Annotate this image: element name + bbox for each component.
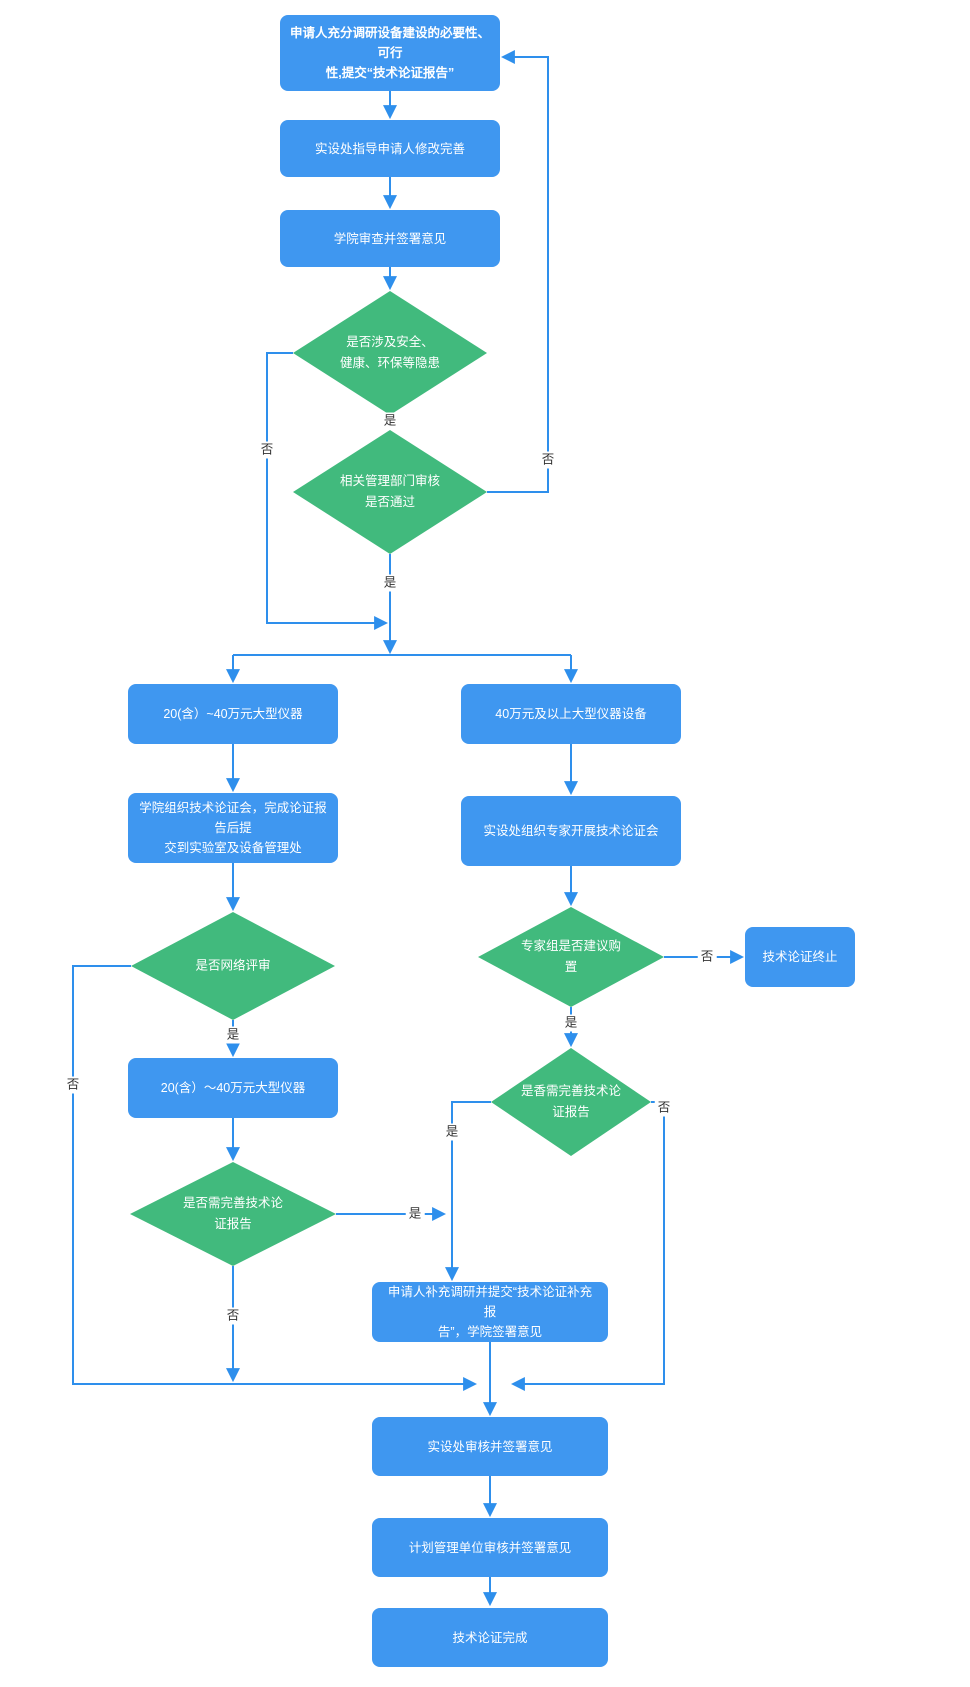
- node-b3-line1: 技术论证完成: [452, 1630, 528, 1645]
- node-b2-line1: 计划管理单位审核并签署意见: [408, 1540, 572, 1555]
- node-supplement-line1: 申请人补充调研并提交“技术论证补充报: [387, 1285, 593, 1319]
- node-r2: 实设处组织专家开展技术论证会: [461, 796, 681, 866]
- node-supplement-line2: 告”，学院签署意见: [437, 1325, 543, 1339]
- node-guide-line1: 实设处指导申请人修改完善: [314, 141, 465, 156]
- node-l1: 20(含）~40万元大型仪器: [128, 684, 338, 744]
- diamond-need-r-line1: 是香需完善技术论: [520, 1083, 621, 1098]
- diamond-net-label: 是否网络评审: [153, 955, 313, 976]
- node-b2: 计划管理单位审核并签署意见: [372, 1518, 608, 1577]
- edge-label-dept-yes: 是: [380, 574, 400, 592]
- node-r1: 40万元及以上大型仪器设备: [461, 684, 681, 744]
- node-terminate-line1: 技术论证终止: [762, 950, 838, 964]
- diamond-expert-line1: 专家组是否建议购: [520, 938, 621, 953]
- connector-net-no-to-bottom-merge: [72, 965, 478, 1391]
- node-b1-line1: 实设处审核并签署意见: [427, 1439, 553, 1454]
- edge-label-need-l-no: 否: [223, 1307, 243, 1325]
- node-start-line2: 性,提交“技术论证报告”: [325, 66, 455, 80]
- node-l4: 20(含）～40万元大型仪器: [128, 1058, 338, 1118]
- edge-label-net-yes: 是: [223, 1026, 243, 1044]
- diamond-safety-label: 是否涉及安全、 健康、环保等隐患: [310, 332, 470, 375]
- node-l1-line1: 20(含）~40万元大型仪器: [163, 707, 303, 721]
- node-supplement: 申请人补充调研并提交“技术论证补充报 告”，学院签署意见: [372, 1282, 608, 1342]
- diamond-expert-label: 专家组是否建议购 置: [506, 936, 636, 979]
- diamond-need-l-line2: 证报告: [214, 1217, 252, 1231]
- connector-need-r-yes-to-supplement: [445, 1101, 491, 1282]
- diamond-expert-line2: 置: [564, 960, 578, 974]
- diamond-net-line1: 是否网络评审: [195, 958, 271, 973]
- diamond-need-l-label: 是否需完善技术论 证报告: [163, 1193, 303, 1236]
- diamond-expert-shape: [478, 907, 664, 1007]
- node-b1: 实设处审核并签署意见: [372, 1417, 608, 1476]
- node-r1-line1: 40万元及以上大型仪器设备: [495, 707, 647, 721]
- edge-label-net-no: 否: [63, 1076, 83, 1094]
- node-r2-line1: 实设处组织专家开展技术论证会: [483, 824, 659, 838]
- diamond-dept-line2: 是否通过: [364, 495, 415, 509]
- edge-label-expert-no: 否: [697, 948, 717, 966]
- node-l2: 学院组织技术论证会，完成论证报告后提 交到实验室及设备管理处: [128, 793, 338, 863]
- diamond-need-l-line1: 是否需完善技术论: [182, 1195, 283, 1210]
- edge-label-need-r-yes: 是: [442, 1123, 462, 1141]
- diamond-dept-line1: 相关管理部门审核: [339, 473, 440, 488]
- diamond-need-r-line2: 证报告: [552, 1105, 590, 1119]
- node-review: 学院审查并签署意见: [280, 210, 500, 267]
- connector-dept-no-feedback-to-start: [487, 50, 549, 493]
- diamond-safety-line1: 是否涉及安全、: [346, 334, 434, 349]
- diamond-need-r-label: 是香需完善技术论 证报告: [506, 1081, 636, 1124]
- diamond-safety-line2: 健康、环保等隐患: [339, 356, 440, 370]
- edge-label-dept-no: 否: [538, 451, 558, 469]
- node-l4-line1: 20(含）～40万元大型仪器: [160, 1081, 306, 1095]
- edge-label-safety-no: 否: [257, 441, 277, 459]
- edge-label-expert-yes: 是: [561, 1014, 581, 1032]
- diamond-dept-label: 相关管理部门审核 是否通过: [310, 471, 470, 514]
- node-b3: 技术论证完成: [372, 1608, 608, 1667]
- diamond-need-r-shape: [491, 1048, 651, 1156]
- node-start-line1: 申请人充分调研设备建设的必要性、可行: [290, 26, 491, 60]
- edge-label-need-l-yes: 是: [405, 1205, 425, 1223]
- edge-label-need-r-no: 否: [654, 1099, 674, 1117]
- connector-safety-no-to-merge: [266, 352, 389, 630]
- node-review-line1: 学院审查并签署意见: [333, 231, 447, 246]
- node-start: 申请人充分调研设备建设的必要性、可行 性,提交“技术论证报告”: [280, 15, 500, 91]
- node-l2-line1: 学院组织技术论证会，完成论证报告后提: [139, 801, 327, 835]
- diamond-net-shape: [131, 912, 335, 1020]
- node-l2-line2: 交到实验室及设备管理处: [164, 841, 302, 855]
- edge-label-safety-yes: 是: [380, 412, 400, 430]
- node-terminate: 技术论证终止: [745, 927, 855, 987]
- node-guide: 实设处指导申请人修改完善: [280, 120, 500, 177]
- diamond-need-l-shape: [130, 1162, 336, 1266]
- diamond-safety-shape: [293, 291, 487, 415]
- diamond-dept-shape: [293, 430, 487, 554]
